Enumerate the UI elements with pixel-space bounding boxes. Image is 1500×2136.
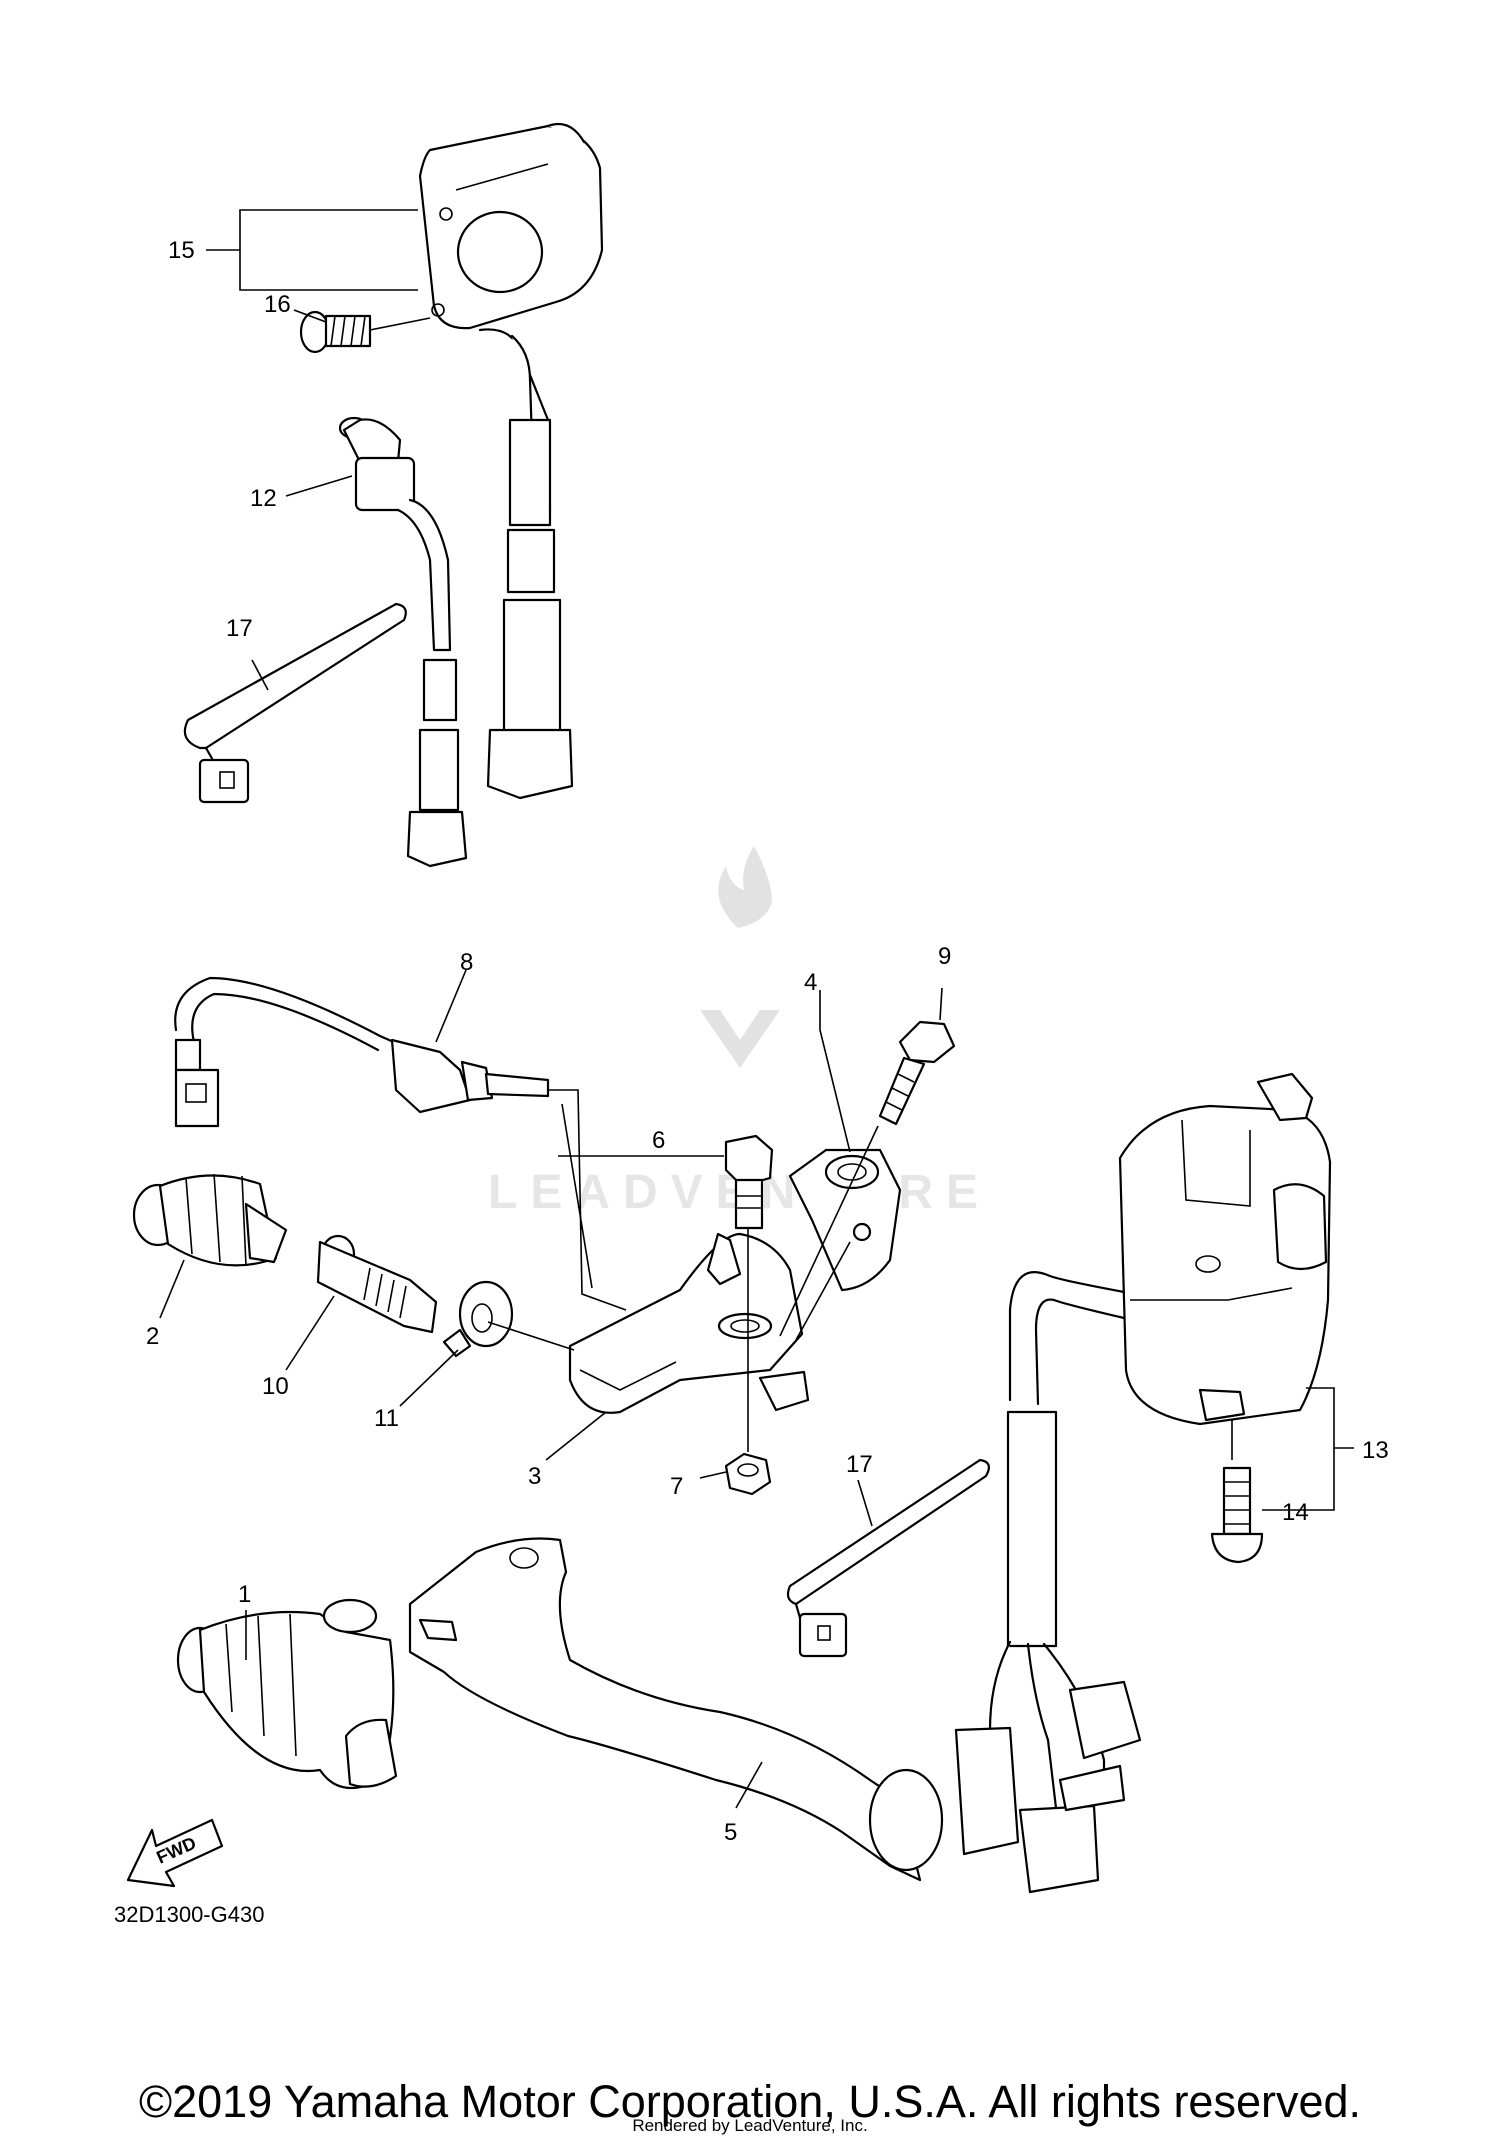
part-4-clamp: [788, 1148, 902, 1292]
callout-1: 1: [238, 1581, 251, 1608]
callout-8: 8: [460, 949, 473, 976]
part-5-lever: [408, 1537, 944, 1882]
part-9-screw: [878, 1020, 956, 1126]
part-14-screw: [1210, 1466, 1264, 1564]
callout-11: 11: [374, 1405, 399, 1432]
callout-16: 16: [264, 291, 291, 318]
part-1-boot: [176, 1598, 398, 1790]
part-3-lever-holder: [568, 1232, 810, 1414]
part-15-switch-housing: [418, 122, 604, 800]
fwd-arrow-icon: FWD: [126, 1818, 224, 1888]
part-2-rubber-boot: [132, 1173, 288, 1267]
part-17-cable-tie-lower: [786, 1458, 990, 1658]
callout-17-upper: 17: [226, 615, 253, 642]
part-12-switch: [338, 416, 468, 868]
callout-4: 4: [804, 969, 817, 996]
callout-5: 5: [724, 1819, 737, 1846]
callout-labels: 15 16 12 17 8 4 9 6 2 10 11 3 7 17 13 14…: [146, 237, 1389, 1846]
part-8-clutch-switch: [174, 976, 550, 1128]
part-17-cable-tie-upper: [183, 602, 407, 804]
callout-12: 12: [250, 485, 277, 512]
callout-9: 9: [938, 943, 951, 970]
diagram-code: 32D1300-G430: [114, 1902, 264, 1927]
copyright-notice: ©2019 Yamaha Motor Corporation, U.S.A. A…: [138, 2076, 1362, 2127]
callout-15: 15: [168, 237, 195, 264]
wire-harness: [954, 1271, 1142, 1894]
callout-2: 2: [146, 1323, 159, 1350]
callout-17-lower: 17: [846, 1451, 873, 1478]
callout-6: 6: [652, 1127, 665, 1154]
part-16-screw: [299, 310, 372, 354]
callout-14: 14: [1282, 1499, 1309, 1526]
callout-3: 3: [528, 1463, 541, 1490]
callout-10: 10: [262, 1373, 289, 1400]
part-6-bolt: [724, 1134, 774, 1230]
part-7-nut: [724, 1452, 772, 1496]
part-11-locknut: [442, 1280, 514, 1358]
callout-7: 7: [670, 1473, 683, 1500]
part-13-switch-housing: [1118, 1072, 1332, 1426]
leader-lines: [159, 209, 1354, 1809]
part-10-adjuster-bolt: [316, 1234, 438, 1334]
callout-13: 13: [1362, 1437, 1389, 1464]
rendered-by-notice: Rendered by LeadVenture, Inc.: [632, 2116, 868, 2135]
